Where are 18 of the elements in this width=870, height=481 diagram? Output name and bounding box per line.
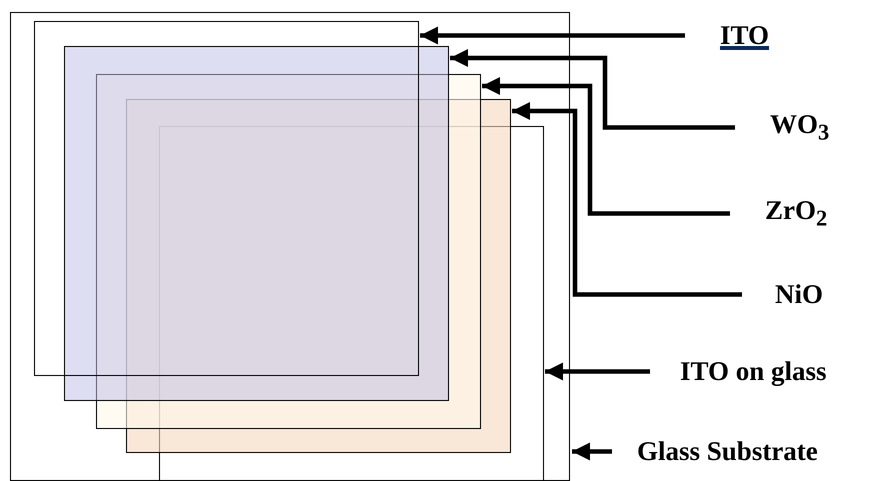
arrow bbox=[482, 77, 730, 216]
layer-label: ITO on glass bbox=[680, 358, 827, 385]
zro2-layer bbox=[96, 74, 481, 429]
ito-layer bbox=[34, 21, 419, 376]
layer-label: Glass Substrate bbox=[637, 438, 818, 465]
nio-layer bbox=[126, 99, 511, 453]
glass-substrate-layer bbox=[10, 12, 570, 481]
layer-label: WO$_{3}$ bbox=[770, 111, 830, 144]
layer-label: ITO bbox=[720, 22, 770, 49]
arrow bbox=[545, 362, 650, 380]
arrow bbox=[450, 49, 735, 130]
ito-on-glass-layer bbox=[159, 126, 544, 481]
layer-label: ZrO$_{2}$ bbox=[765, 197, 828, 230]
wo3-layer bbox=[64, 46, 449, 401]
layer-label: NiO bbox=[775, 281, 824, 308]
arrow bbox=[420, 26, 685, 44]
arrow bbox=[572, 442, 612, 460]
arrow bbox=[512, 102, 742, 297]
